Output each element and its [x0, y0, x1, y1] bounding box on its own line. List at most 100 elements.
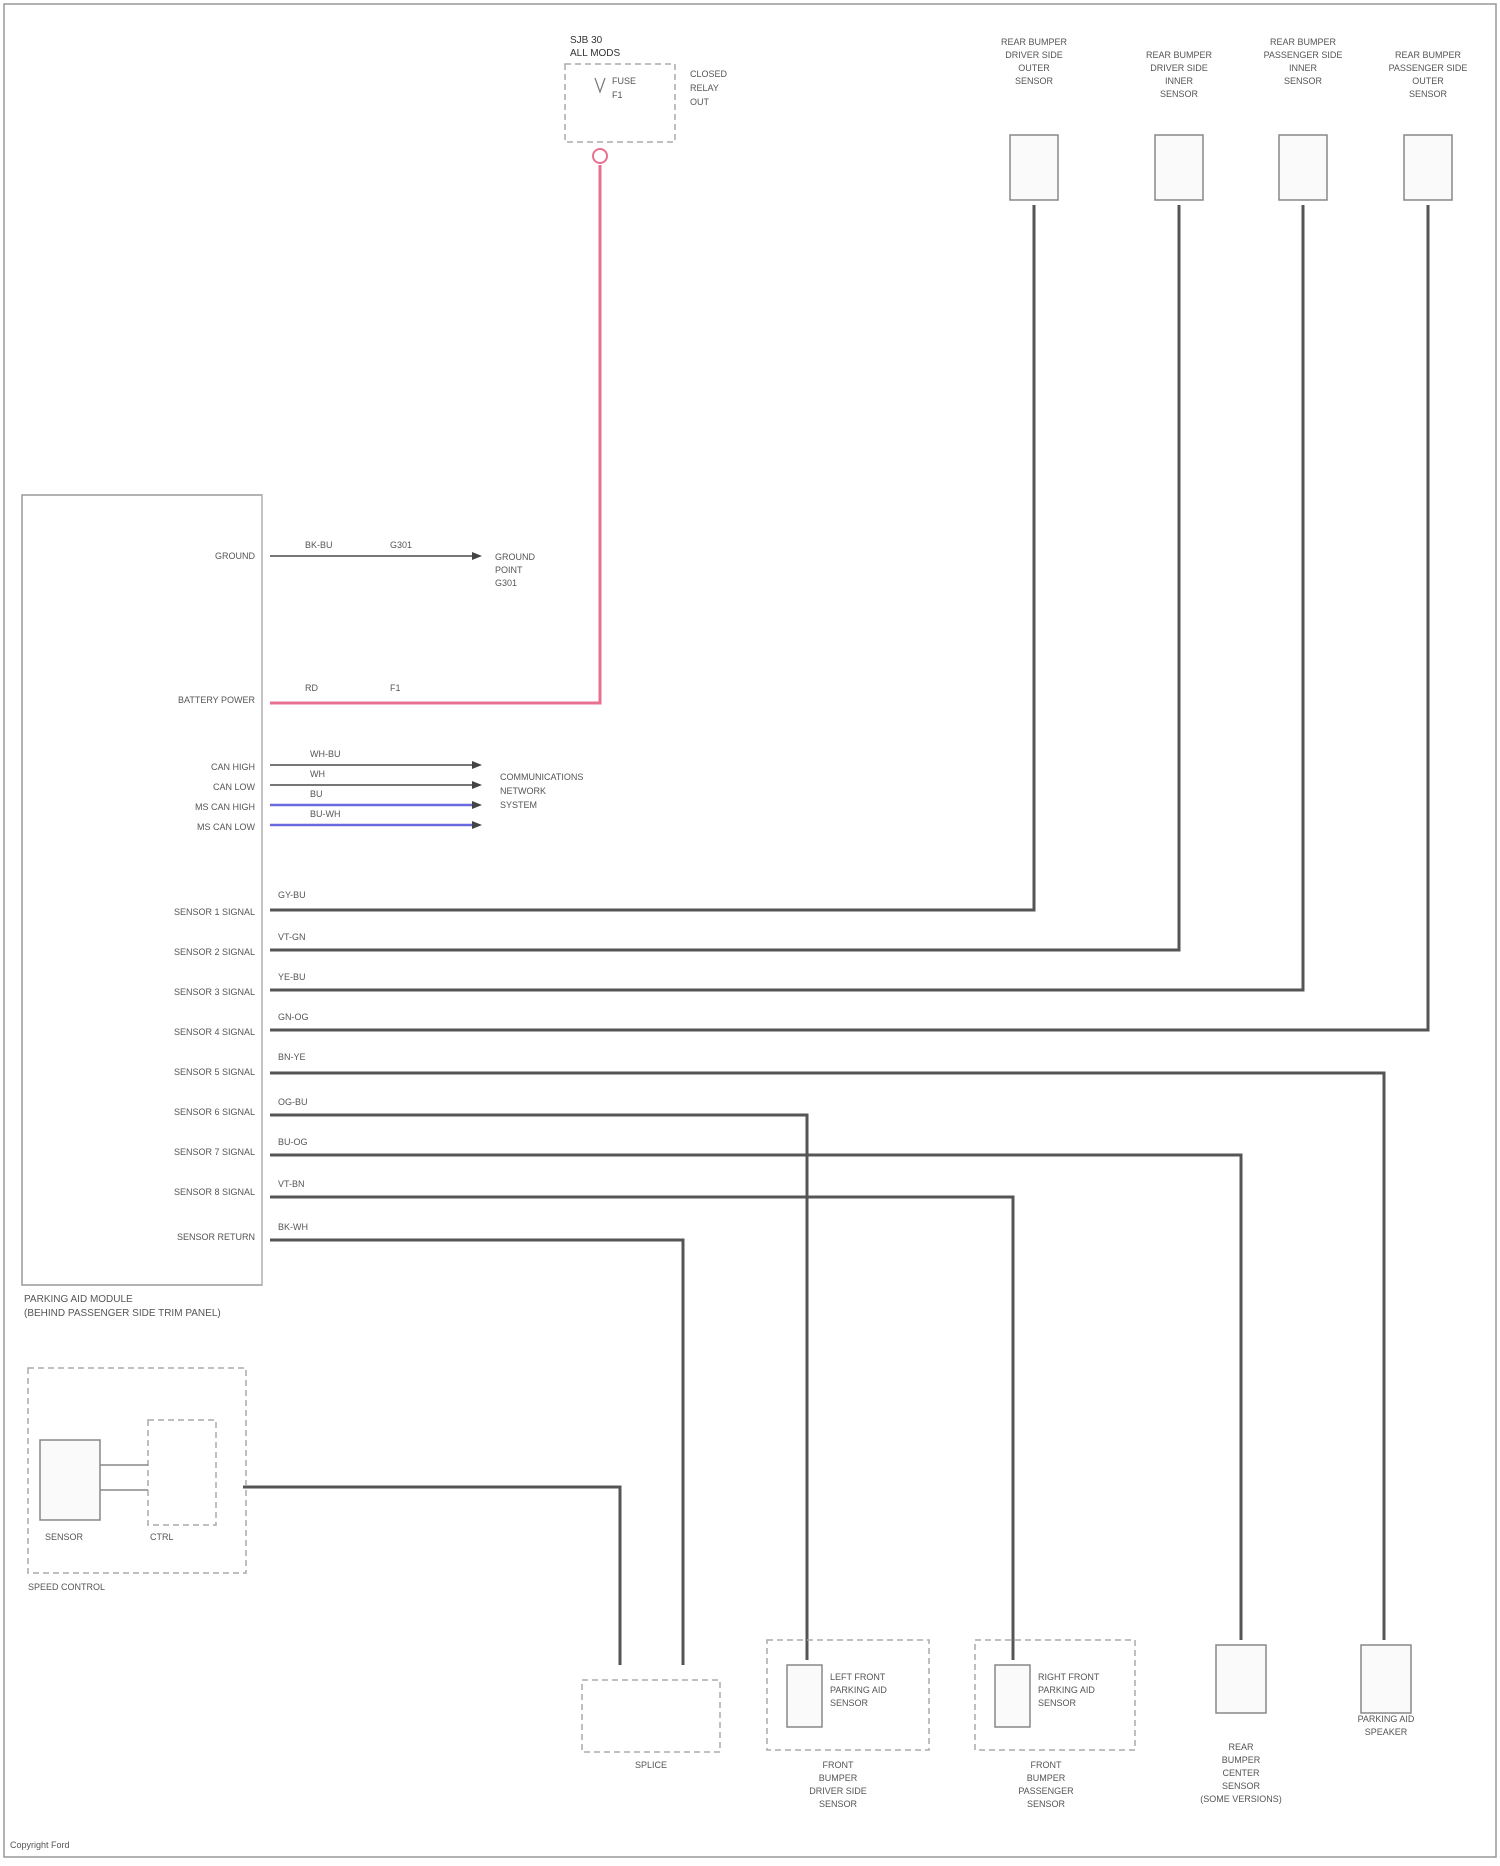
svg-text:BK-WH: BK-WH [278, 1222, 308, 1232]
svg-text:OG-BU: OG-BU [278, 1097, 308, 1107]
svg-text:SENSOR: SENSOR [830, 1698, 869, 1708]
pin-label-14: SENSOR RETURN [177, 1232, 255, 1242]
svg-text:BU-OG: BU-OG [278, 1137, 308, 1147]
top-sensors: REAR BUMPER DRIVER SIDE OUTER SENSOR REA… [1001, 37, 1467, 200]
fuse-note-4: RELAY [690, 83, 719, 93]
svg-text:G301: G301 [390, 540, 412, 550]
svg-text:SPEAKER: SPEAKER [1365, 1727, 1408, 1737]
fuse-connector-icon [593, 149, 607, 163]
svg-text:BUMPER: BUMPER [1027, 1773, 1066, 1783]
svg-text:PARKING AID: PARKING AID [1358, 1714, 1415, 1724]
svg-text:OUTER: OUTER [1412, 76, 1444, 86]
svg-text:DRIVER SIDE: DRIVER SIDE [1150, 63, 1208, 73]
svg-text:LEFT FRONT: LEFT FRONT [830, 1672, 886, 1682]
svg-text:VT-BN: VT-BN [278, 1179, 305, 1189]
diagram-frame [4, 4, 1496, 1857]
fuse-note-1: FUSE [612, 76, 636, 86]
module-pin-labels: GROUND BATTERY POWER CAN HIGH CAN LOW MS… [174, 551, 256, 1242]
svg-text:RD: RD [305, 683, 318, 693]
pin-label-9: SENSOR 4 SIGNAL [174, 1027, 255, 1037]
svg-text:PARKING AID: PARKING AID [1038, 1685, 1095, 1695]
pin-label-4: MS CAN HIGH [195, 802, 255, 812]
svg-text:SENSOR: SENSOR [1409, 89, 1448, 99]
svg-text:SPLICE: SPLICE [635, 1760, 667, 1770]
svg-text:BK-BU: BK-BU [305, 540, 333, 550]
svg-text:CENTER: CENTER [1222, 1768, 1260, 1778]
bottom-component-front-driver: LEFT FRONT PARKING AID SENSOR FRONT BUMP… [767, 1640, 929, 1809]
pin-label-2: CAN HIGH [211, 762, 255, 772]
svg-text:GN-OG: GN-OG [278, 1012, 309, 1022]
svg-text:SENSOR: SENSOR [819, 1799, 858, 1809]
pin-label-1: BATTERY POWER [178, 695, 256, 705]
svg-text:BUMPER: BUMPER [819, 1773, 858, 1783]
bottom-component-splice: SPLICE [582, 1680, 720, 1770]
wire-sensor-4 [270, 205, 1428, 1030]
svg-text:REAR BUMPER: REAR BUMPER [1395, 50, 1462, 60]
speed-control-inner-a: SENSOR [45, 1532, 84, 1542]
wire-sensor-2 [270, 205, 1179, 950]
svg-text:POINT: POINT [495, 565, 523, 575]
svg-text:SENSOR: SENSOR [1284, 76, 1323, 86]
wire-battery-power [270, 165, 600, 703]
callout-network: COMMUNICATIONS NETWORK SYSTEM [500, 772, 583, 810]
svg-text:NETWORK: NETWORK [500, 786, 546, 796]
sensor-top-3: REAR BUMPER PASSENGER SIDE INNER SENSOR [1264, 37, 1343, 200]
svg-text:(SOME VERSIONS): (SOME VERSIONS) [1200, 1794, 1282, 1804]
svg-text:REAR BUMPER: REAR BUMPER [1146, 50, 1213, 60]
fuse-box-title-1: SJB 30 [570, 35, 603, 46]
bottom-component-front-passenger: RIGHT FRONT PARKING AID SENSOR FRONT BUM… [975, 1640, 1135, 1809]
wire-sensor-3 [270, 205, 1303, 990]
svg-text:SENSOR: SENSOR [1160, 89, 1199, 99]
wire-sensor-7 [270, 1155, 1241, 1640]
svg-text:BU-WH: BU-WH [310, 809, 341, 819]
wire-color-labels: BK-BU G301 RD F1 WH-BU WH BU BU-WH GY-BU… [278, 540, 412, 1232]
pin-label-13: SENSOR 8 SIGNAL [174, 1187, 255, 1197]
bottom-component-speaker: PARKING AID SPEAKER [1358, 1645, 1415, 1737]
sensor-top-1: REAR BUMPER DRIVER SIDE OUTER SENSOR [1001, 37, 1068, 200]
module-subtitle: (BEHIND PASSENGER SIDE TRIM PANEL) [24, 1308, 221, 1319]
sensor-top-4: REAR BUMPER PASSENGER SIDE OUTER SENSOR [1389, 50, 1468, 200]
svg-text:GY-BU: GY-BU [278, 890, 306, 900]
pin-label-10: SENSOR 5 SIGNAL [174, 1067, 255, 1077]
fuse-note-2: F1 [612, 90, 623, 100]
speed-control-label: SPEED CONTROL [28, 1582, 105, 1592]
callout-ground: GROUND POINT G301 [495, 552, 535, 588]
svg-text:SENSOR: SENSOR [1222, 1781, 1261, 1791]
svg-text:PASSENGER SIDE: PASSENGER SIDE [1264, 50, 1343, 60]
footer-text: Copyright Ford [10, 1840, 70, 1850]
svg-text:FRONT: FRONT [1031, 1760, 1062, 1770]
svg-text:RIGHT FRONT: RIGHT FRONT [1038, 1672, 1100, 1682]
svg-text:WH-BU: WH-BU [310, 749, 341, 759]
svg-text:DRIVER SIDE: DRIVER SIDE [809, 1786, 867, 1796]
fuse-box: SJB 30 ALL MODS FUSE F1 CLOSED RELAY OUT [565, 35, 728, 163]
svg-text:F1: F1 [390, 683, 401, 693]
svg-text:INNER: INNER [1289, 63, 1318, 73]
svg-text:BUMPER: BUMPER [1222, 1755, 1261, 1765]
svg-text:OUTER: OUTER [1018, 63, 1050, 73]
svg-text:SYSTEM: SYSTEM [500, 800, 537, 810]
svg-text:PASSENGER: PASSENGER [1018, 1786, 1074, 1796]
svg-text:BN-YE: BN-YE [278, 1052, 306, 1062]
svg-text:REAR: REAR [1228, 1742, 1254, 1752]
pin-label-7: SENSOR 2 SIGNAL [174, 947, 255, 957]
svg-text:SENSOR: SENSOR [1038, 1698, 1077, 1708]
svg-text:WH: WH [310, 769, 325, 779]
fuse-note-5: OUT [690, 97, 710, 107]
svg-text:FRONT: FRONT [823, 1760, 854, 1770]
sensor-top-2: REAR BUMPER DRIVER SIDE INNER SENSOR [1146, 50, 1213, 200]
svg-text:SENSOR: SENSOR [1027, 1799, 1066, 1809]
svg-text:INNER: INNER [1165, 76, 1194, 86]
speed-control-unit: SENSOR CTRL SPEED CONTROL [28, 1368, 246, 1592]
fuse-box-title-2: ALL MODS [570, 48, 621, 59]
svg-text:DRIVER SIDE: DRIVER SIDE [1005, 50, 1063, 60]
pin-label-12: SENSOR 7 SIGNAL [174, 1147, 255, 1157]
svg-text:YE-BU: YE-BU [278, 972, 306, 982]
svg-text:G301: G301 [495, 578, 517, 588]
wire-sensor-8 [270, 1197, 1013, 1660]
svg-text:REAR BUMPER: REAR BUMPER [1001, 37, 1068, 47]
pin-label-8: SENSOR 3 SIGNAL [174, 987, 255, 997]
svg-text:COMMUNICATIONS: COMMUNICATIONS [500, 772, 583, 782]
wire-speed-control [243, 1487, 620, 1665]
bottom-component-rear-center: REAR BUMPER CENTER SENSOR (SOME VERSIONS… [1200, 1645, 1282, 1804]
